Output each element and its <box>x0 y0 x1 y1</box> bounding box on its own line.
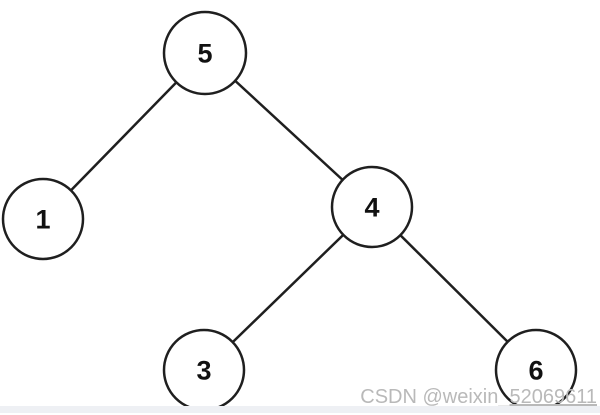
tree-node-label: 3 <box>196 356 211 386</box>
tree-node-circle <box>1 177 85 261</box>
csdn-watermark: CSDN @weixin_52069611 <box>360 387 597 407</box>
tree-nodes: 5 1 4 3 6 <box>1 10 578 412</box>
tree-node-label: 1 <box>35 205 50 235</box>
csdn-watermark-prefix: CSDN @weixin_ <box>360 386 510 408</box>
tree-node-label: 6 <box>528 356 543 386</box>
tree-node-label: 4 <box>364 193 379 223</box>
tree-node-circle <box>162 10 248 96</box>
tree-node-label: 5 <box>197 39 212 69</box>
tree-node-circle <box>330 165 414 249</box>
tree-edges <box>42 52 537 371</box>
csdn-watermark-id: 52069611 <box>509 386 598 408</box>
bottom-edge-strip <box>0 406 600 413</box>
